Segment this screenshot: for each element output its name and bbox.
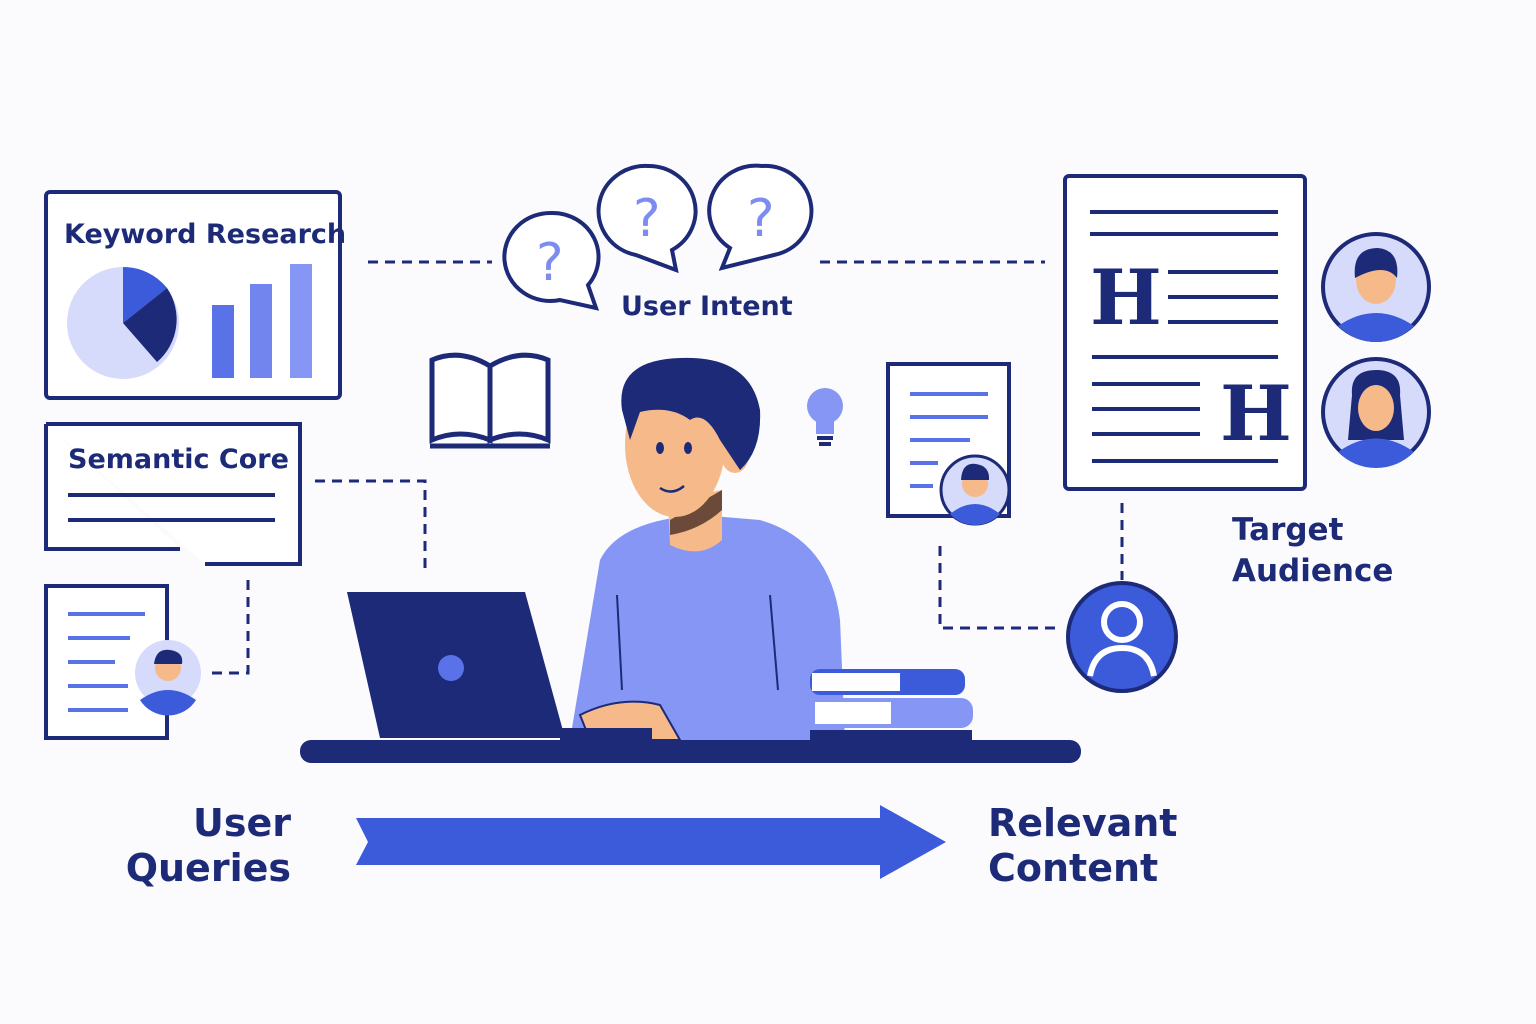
user-intent-label: User Intent xyxy=(621,291,793,322)
open-book-icon xyxy=(429,352,551,449)
heading-h-icon: H xyxy=(1090,253,1162,342)
svg-text:?: ? xyxy=(747,189,775,249)
avatar-glasses-icon xyxy=(135,640,201,716)
target-audience-label-line1: Target xyxy=(1232,512,1344,548)
question-bubble-icon: ? xyxy=(502,210,601,311)
user-queries-label-line1: User xyxy=(193,801,291,845)
article-document: H H xyxy=(1063,174,1307,491)
keyword-research-label: Keyword Research xyxy=(64,219,346,250)
question-bubbles: ? ? ? xyxy=(502,163,814,311)
user-profile-icon xyxy=(1066,581,1178,693)
profile-document-right xyxy=(886,362,1011,526)
person-illustration xyxy=(570,357,845,741)
lightbulb-icon xyxy=(807,388,843,446)
flow-arrow xyxy=(356,805,946,879)
avatar-man-icon xyxy=(1321,232,1431,343)
dashed-connectors xyxy=(205,260,1124,675)
desk xyxy=(300,740,1081,763)
svg-text:?: ? xyxy=(536,233,564,293)
keyword-research-card: Keyword Research xyxy=(44,190,346,400)
target-audience-label-line2: Audience xyxy=(1232,553,1393,589)
question-bubble-icon: ? xyxy=(707,163,814,271)
pie-chart-icon xyxy=(67,266,179,379)
avatar-glasses-icon xyxy=(939,454,1011,526)
question-bubble-icon: ? xyxy=(596,163,698,274)
heading-h-icon: H xyxy=(1220,369,1292,458)
laptop-icon xyxy=(347,592,652,740)
relevant-content-label-line2: Content xyxy=(988,846,1158,890)
avatar-woman-icon xyxy=(1321,357,1431,469)
relevant-content-label-line1: Relevant xyxy=(988,801,1177,845)
svg-text:?: ? xyxy=(633,189,661,249)
semantic-core-label: Semantic Core xyxy=(68,444,289,475)
user-queries-label-line2: Queries xyxy=(126,846,291,890)
bar-chart-icon xyxy=(212,264,312,378)
profile-document-left xyxy=(44,584,201,740)
semantic-core-card: Semantic Core xyxy=(44,422,302,566)
book-stack-icon xyxy=(810,669,973,742)
